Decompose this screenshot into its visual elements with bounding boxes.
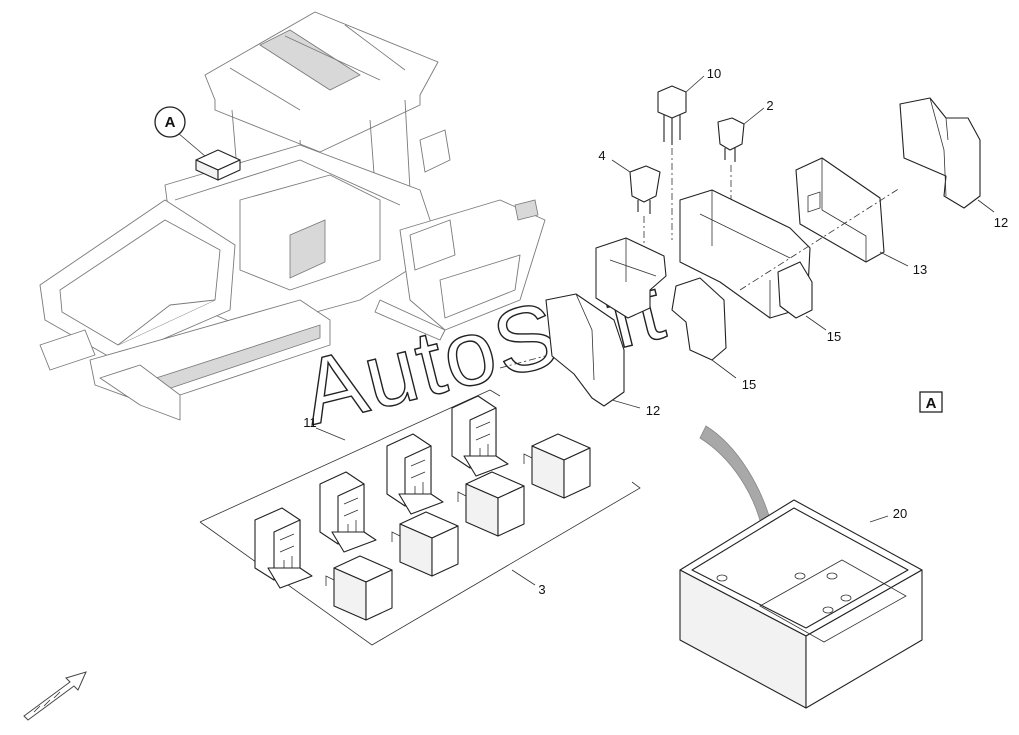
fuse-2: [717, 117, 745, 151]
callout-3: 3: [538, 582, 545, 597]
callout-15-upper: 15: [827, 329, 841, 344]
relay-socket-2: [319, 471, 377, 553]
fuse-holder-left: [595, 237, 667, 319]
callout-2: 2: [766, 98, 773, 113]
end-clamp-15-upper: [777, 261, 813, 319]
relay-socket-4: [451, 395, 509, 477]
callout-4: 4: [598, 148, 605, 163]
fuse-4: [629, 165, 661, 203]
detail-marker-circle: [154, 106, 186, 138]
fuse-holder-assembly: 10 2 4 12 13 15 15 12: [499, 66, 1008, 418]
end-plate-12-lower: [545, 293, 625, 407]
callout-13: 13: [913, 262, 927, 277]
relay-socket-1: [254, 507, 313, 589]
end-clamp-15-lower: [671, 277, 727, 361]
direction-arrow-icon: [23, 671, 87, 721]
relay-group: 11 3: [199, 389, 641, 646]
relay-1: [325, 555, 393, 621]
callout-12-upper: 12: [994, 215, 1008, 230]
fuse-box-20: 20: [679, 499, 923, 709]
side-plate-13: [795, 157, 885, 263]
end-plate-12-upper: [899, 97, 981, 209]
paver-machine: A: [39, 11, 546, 421]
callout-10: 10: [707, 66, 721, 81]
callout-20: 20: [893, 506, 907, 521]
relay-socket-3: [386, 433, 444, 515]
detail-marker-label: A: [165, 114, 176, 131]
callout-11: 11: [303, 415, 317, 430]
callout-15-lower: 15: [742, 377, 756, 392]
fuse-10: [657, 85, 687, 119]
view-a-label: A: [926, 395, 937, 412]
relay-2: [391, 511, 459, 577]
relay-3: [457, 471, 525, 537]
view-a-label-box: A: [919, 391, 943, 413]
relay-4: [523, 433, 591, 499]
callout-12-lower: 12: [646, 403, 660, 418]
